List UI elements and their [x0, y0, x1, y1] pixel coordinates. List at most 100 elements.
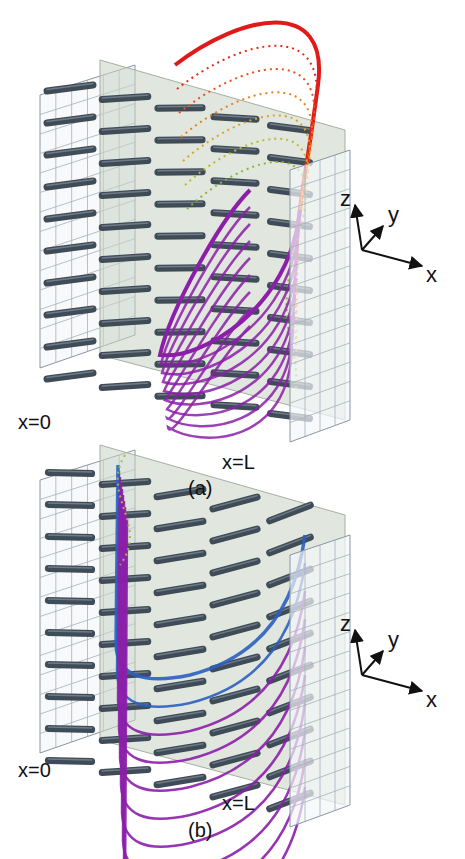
director-curve [120, 489, 305, 791]
rod-highlight [214, 115, 256, 117]
director-curve [119, 483, 305, 763]
rod-highlight [157, 584, 203, 591]
director-curve [118, 455, 130, 565]
rod-highlight [48, 567, 91, 568]
rod-highlight [102, 287, 148, 290]
grid-line [290, 285, 350, 306]
grid-line [290, 574, 350, 594]
rod-highlight [157, 712, 203, 719]
rod-highlight [47, 148, 93, 154]
rod-highlight [213, 496, 257, 508]
grid-line [290, 324, 350, 345]
grid-line [290, 227, 350, 248]
director-rod [158, 136, 202, 143]
plane-label: x=0 [18, 760, 51, 780]
plane-label: x=L [222, 793, 255, 813]
rod-highlight [214, 179, 256, 181]
rod-highlight [102, 127, 148, 130]
rod-highlight [47, 180, 93, 186]
rod-highlight [102, 159, 148, 162]
director-rod [270, 505, 311, 521]
director-curve [123, 507, 305, 859]
director-curve [124, 513, 305, 859]
rod-highlight [48, 471, 91, 472]
rod-highlight [48, 759, 91, 760]
grid-plane [290, 150, 350, 442]
rod-highlight [102, 223, 148, 226]
rod-highlight [102, 319, 148, 322]
director-curve [121, 495, 305, 819]
director-rod [157, 617, 203, 624]
rod-highlight [47, 372, 93, 378]
rod-highlight [102, 480, 148, 483]
director-rod [158, 200, 202, 207]
panel-label: (b) [188, 820, 212, 840]
director-rod [157, 553, 203, 560]
grid-line [290, 593, 350, 613]
rod-highlight [158, 138, 202, 140]
director-rod [213, 497, 257, 509]
director-curve [122, 501, 305, 847]
rod-highlight [214, 403, 256, 405]
grid-plane [290, 535, 350, 827]
rod-highlight [213, 592, 257, 604]
axis-arrow [355, 630, 362, 675]
director-rod [213, 689, 257, 701]
rod-highlight [47, 84, 93, 90]
rod-highlight [213, 528, 257, 540]
director-rod [157, 681, 203, 688]
grid-line [290, 689, 350, 710]
rod-highlight [270, 124, 309, 129]
axis-label: y [388, 204, 399, 226]
rod-highlight [102, 351, 148, 354]
director-rod [213, 625, 257, 637]
director-rod [157, 777, 203, 784]
director-rod [157, 521, 203, 528]
rod-highlight [158, 234, 202, 236]
axis-label: y [388, 629, 399, 651]
director-rod [158, 104, 202, 111]
director-curve [118, 477, 305, 735]
rod-highlight [157, 744, 203, 751]
rod-highlight [157, 776, 203, 783]
rod-highlight [47, 244, 93, 250]
axis-label: x [426, 689, 437, 711]
rod-highlight [157, 648, 203, 655]
grid-line [290, 208, 350, 228]
rod-highlight [158, 202, 202, 204]
rod-highlight [48, 503, 91, 504]
grid-line [290, 728, 350, 749]
axis-arrow [362, 651, 383, 675]
grid-line [290, 362, 350, 384]
grid-line [290, 304, 350, 325]
rod-highlight [102, 95, 148, 98]
rod-highlight [157, 616, 203, 623]
grid-line [290, 651, 350, 672]
rod-highlight [157, 520, 203, 527]
director-curve [163, 241, 297, 384]
director-rod [157, 585, 203, 592]
grid-line [290, 786, 350, 808]
rod-highlight [157, 680, 203, 687]
axis-label: z [340, 188, 351, 210]
rod-highlight [47, 116, 93, 122]
rod-highlight [214, 211, 256, 213]
grid-line [290, 169, 350, 189]
rod-highlight [47, 340, 93, 346]
director-curve [125, 519, 305, 859]
rod-highlight [214, 147, 256, 149]
grid-line [290, 766, 350, 788]
plane-label: x=L [222, 452, 255, 472]
rod-highlight [47, 308, 93, 314]
grid-line [290, 670, 350, 691]
grid-line [290, 747, 350, 769]
grid-line [290, 343, 350, 364]
director-rod [213, 529, 257, 541]
rod-highlight [102, 191, 148, 194]
rod-highlight [47, 276, 93, 282]
director-rod [158, 168, 202, 175]
axis-arrow [362, 250, 422, 266]
director-rod [213, 593, 257, 605]
axis-arrow [362, 226, 383, 250]
